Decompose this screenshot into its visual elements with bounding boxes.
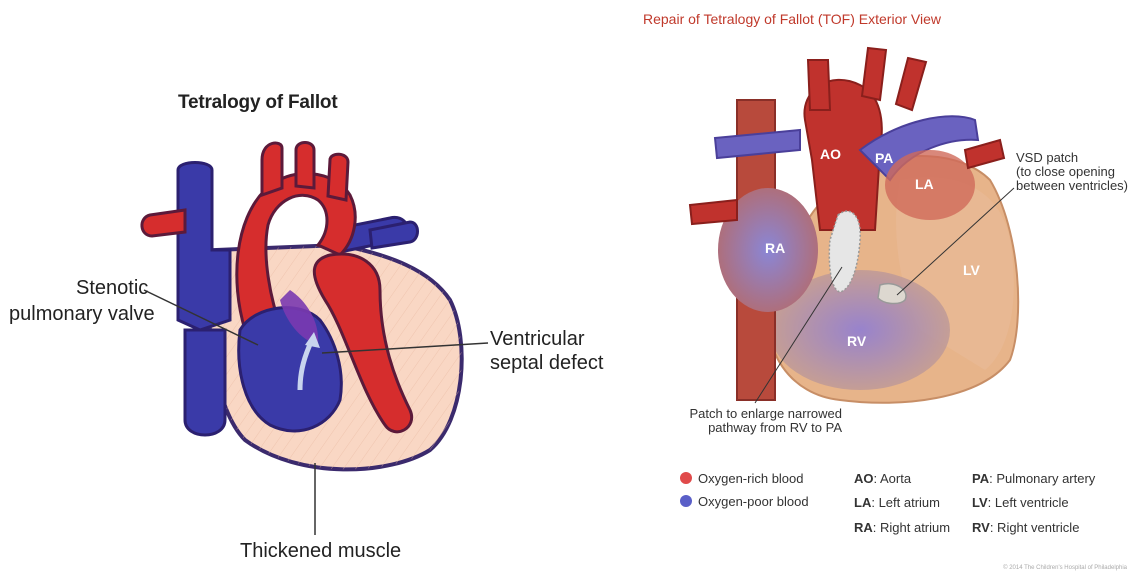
vsd-patch-line3: between ventricles) <box>1016 179 1128 193</box>
abbr-pa-key: PA <box>972 471 989 486</box>
label-ra: RA <box>765 240 785 256</box>
copyright-notice: © 2014 The Children's Hospital of Philad… <box>1003 565 1127 571</box>
abbr-la-text: : Left atrium <box>871 495 940 510</box>
legend-oxygen-poor: Oxygen-poor blood <box>680 494 809 509</box>
oxygen-poor-label: Oxygen-poor blood <box>698 494 809 509</box>
abbr-rv-text: : Right ventricle <box>990 520 1080 535</box>
abbr-rv: RV: Right ventricle <box>972 520 1079 535</box>
abbr-lv: LV: Left ventricle <box>972 495 1069 510</box>
label-pa: PA <box>875 150 893 166</box>
oxygen-poor-swatch <box>680 495 692 507</box>
vsd-patch-line2: (to close opening <box>1016 165 1128 179</box>
abbr-ra-text: : Right atrium <box>873 520 950 535</box>
vsd-patch-annotation: VSD patch (to close opening between vent… <box>1016 151 1128 193</box>
label-rv: RV <box>847 333 866 349</box>
outflow-patch-annotation: Patch to enlarge narrowed pathway from R… <box>672 407 842 435</box>
abbr-la: LA: Left atrium <box>854 495 940 510</box>
abbr-ra-key: RA <box>854 520 873 535</box>
abbr-ao-key: AO <box>854 471 874 486</box>
right-diagram-title: Repair of Tetralogy of Fallot (TOF) Exte… <box>643 11 941 27</box>
vsd-patch-line1: VSD patch <box>1016 151 1128 165</box>
oxygen-rich-swatch <box>680 472 692 484</box>
abbr-pa-text: : Pulmonary artery <box>989 471 1095 486</box>
abbr-ao: AO: Aorta <box>854 471 911 486</box>
label-ao: AO <box>820 146 841 162</box>
abbr-rv-key: RV <box>972 520 990 535</box>
outflow-patch-line2: pathway from RV to PA <box>672 421 842 435</box>
abbr-lv-text: : Left ventricle <box>988 495 1069 510</box>
label-lv: LV <box>963 262 980 278</box>
label-la: LA <box>915 176 934 192</box>
oxygen-rich-label: Oxygen-rich blood <box>698 471 804 486</box>
abbr-la-key: LA <box>854 495 871 510</box>
abbr-pa: PA: Pulmonary artery <box>972 471 1095 486</box>
outflow-patch-line1: Patch to enlarge narrowed <box>672 407 842 421</box>
abbr-lv-key: LV <box>972 495 988 510</box>
abbr-ra: RA: Right atrium <box>854 520 950 535</box>
legend-oxygen-rich: Oxygen-rich blood <box>680 471 804 486</box>
abbr-ao-text: : Aorta <box>874 471 912 486</box>
